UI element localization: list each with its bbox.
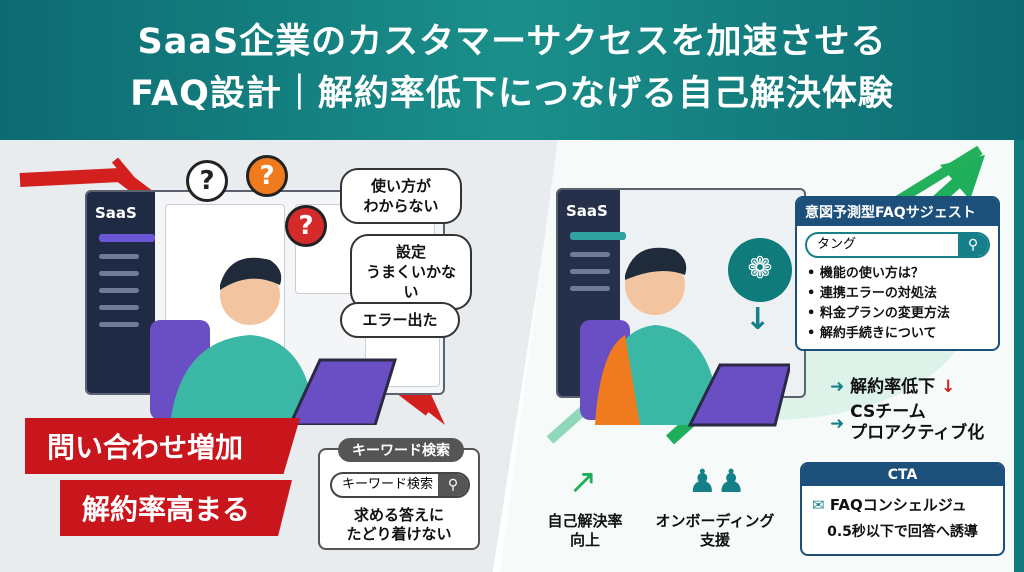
faq-suggestion[interactable]: • 料金プランの変更方法: [807, 306, 950, 321]
banner-inquiries-increase: 問い合わせ増加: [25, 418, 300, 474]
team-users-icon: ♟♟: [688, 462, 746, 500]
title-line-2: FAQ設計｜解約率低下につなげる自己解決体験: [130, 74, 894, 114]
keyword-search-input[interactable]: キーワード検索 ⚲: [330, 472, 470, 498]
app-sidebar: SaaS: [87, 192, 155, 393]
keyword-search-title: キーワード検索: [338, 438, 464, 462]
title-banner: SaaS企業のカスタマーサクセスを加速させる FAQ設計｜解約率低下につなげる自…: [0, 0, 1024, 140]
down-arrow-icon: ↓: [941, 377, 956, 397]
question-icon: ?: [186, 160, 228, 202]
speech-bubble: エラー出た: [340, 302, 460, 338]
faq-search-input[interactable]: タング ⚲: [805, 232, 990, 258]
banner-churn-increase: 解約率高まる: [60, 480, 292, 536]
title-line-1: SaaS企業のカスタマーサクセスを加速させる: [137, 22, 887, 62]
feature-self-resolution: 自己解決率 向上: [547, 512, 623, 549]
faq-suggestion[interactable]: • 解約手続きについて: [807, 326, 937, 341]
outcome-churn-down: ➜ 解約率低下 ↓: [830, 377, 956, 397]
arrow-right-icon: ➜: [830, 377, 845, 397]
question-icon: ?: [285, 205, 327, 247]
faq-suggestion[interactable]: • 連携エラーの対処法: [807, 286, 937, 301]
outcome-cs-proactive: ➜ CSチーム プロアクティブ化: [830, 402, 985, 443]
growth-chart-icon: ↗: [568, 462, 598, 502]
faq-suggestion[interactable]: • 機能の使い方は？: [807, 266, 924, 281]
search-icon[interactable]: ⚲: [438, 474, 468, 496]
confused-person-illustration: [150, 257, 398, 425]
arrow-right-icon: ➜: [830, 414, 845, 434]
speech-bubble: 使い方が わからない: [340, 168, 462, 224]
question-icon: ?: [246, 155, 288, 197]
search-icon[interactable]: ⚲: [958, 234, 988, 256]
feature-onboarding: オンボーディング 支援: [655, 512, 775, 549]
keyword-search-box: キーワード検索 キーワード検索 ⚲ 求める答えに たどり着けない: [318, 438, 480, 550]
down-arrow-icon: ↓: [745, 302, 771, 337]
cta-title: CTA: [802, 464, 1003, 486]
speech-bubble: 設定 うまくいかない: [350, 234, 472, 310]
failure-message: 求める答えに たどり着けない: [346, 506, 452, 543]
border-accent: [1014, 140, 1024, 572]
happy-person-illustration: [580, 247, 790, 427]
cta-tagline: 0.5秒以下で回答へ誘導: [827, 524, 978, 540]
brain-ai-icon: ❁: [728, 238, 792, 302]
app-label: SaaS: [95, 204, 137, 222]
cta-product[interactable]: ✉ FAQコンシェルジュ: [812, 496, 967, 514]
faq-suggest-title: 意図予測型FAQサジェスト: [797, 198, 998, 226]
chat-bubble-icon: ✉: [812, 496, 825, 514]
faq-suggestion-list: • 機能の使い方は？ • 連携エラーの対処法 • 料金プランの変更方法 • 解約…: [797, 264, 998, 344]
app-label: SaaS: [566, 202, 608, 220]
cta-box[interactable]: CTA ✉ FAQコンシェルジュ 0.5秒以下で回答へ誘導: [800, 462, 1005, 556]
faq-suggest-box: 意図予測型FAQサジェスト タング ⚲ • 機能の使い方は？ • 連携エラーの対…: [795, 196, 1000, 351]
